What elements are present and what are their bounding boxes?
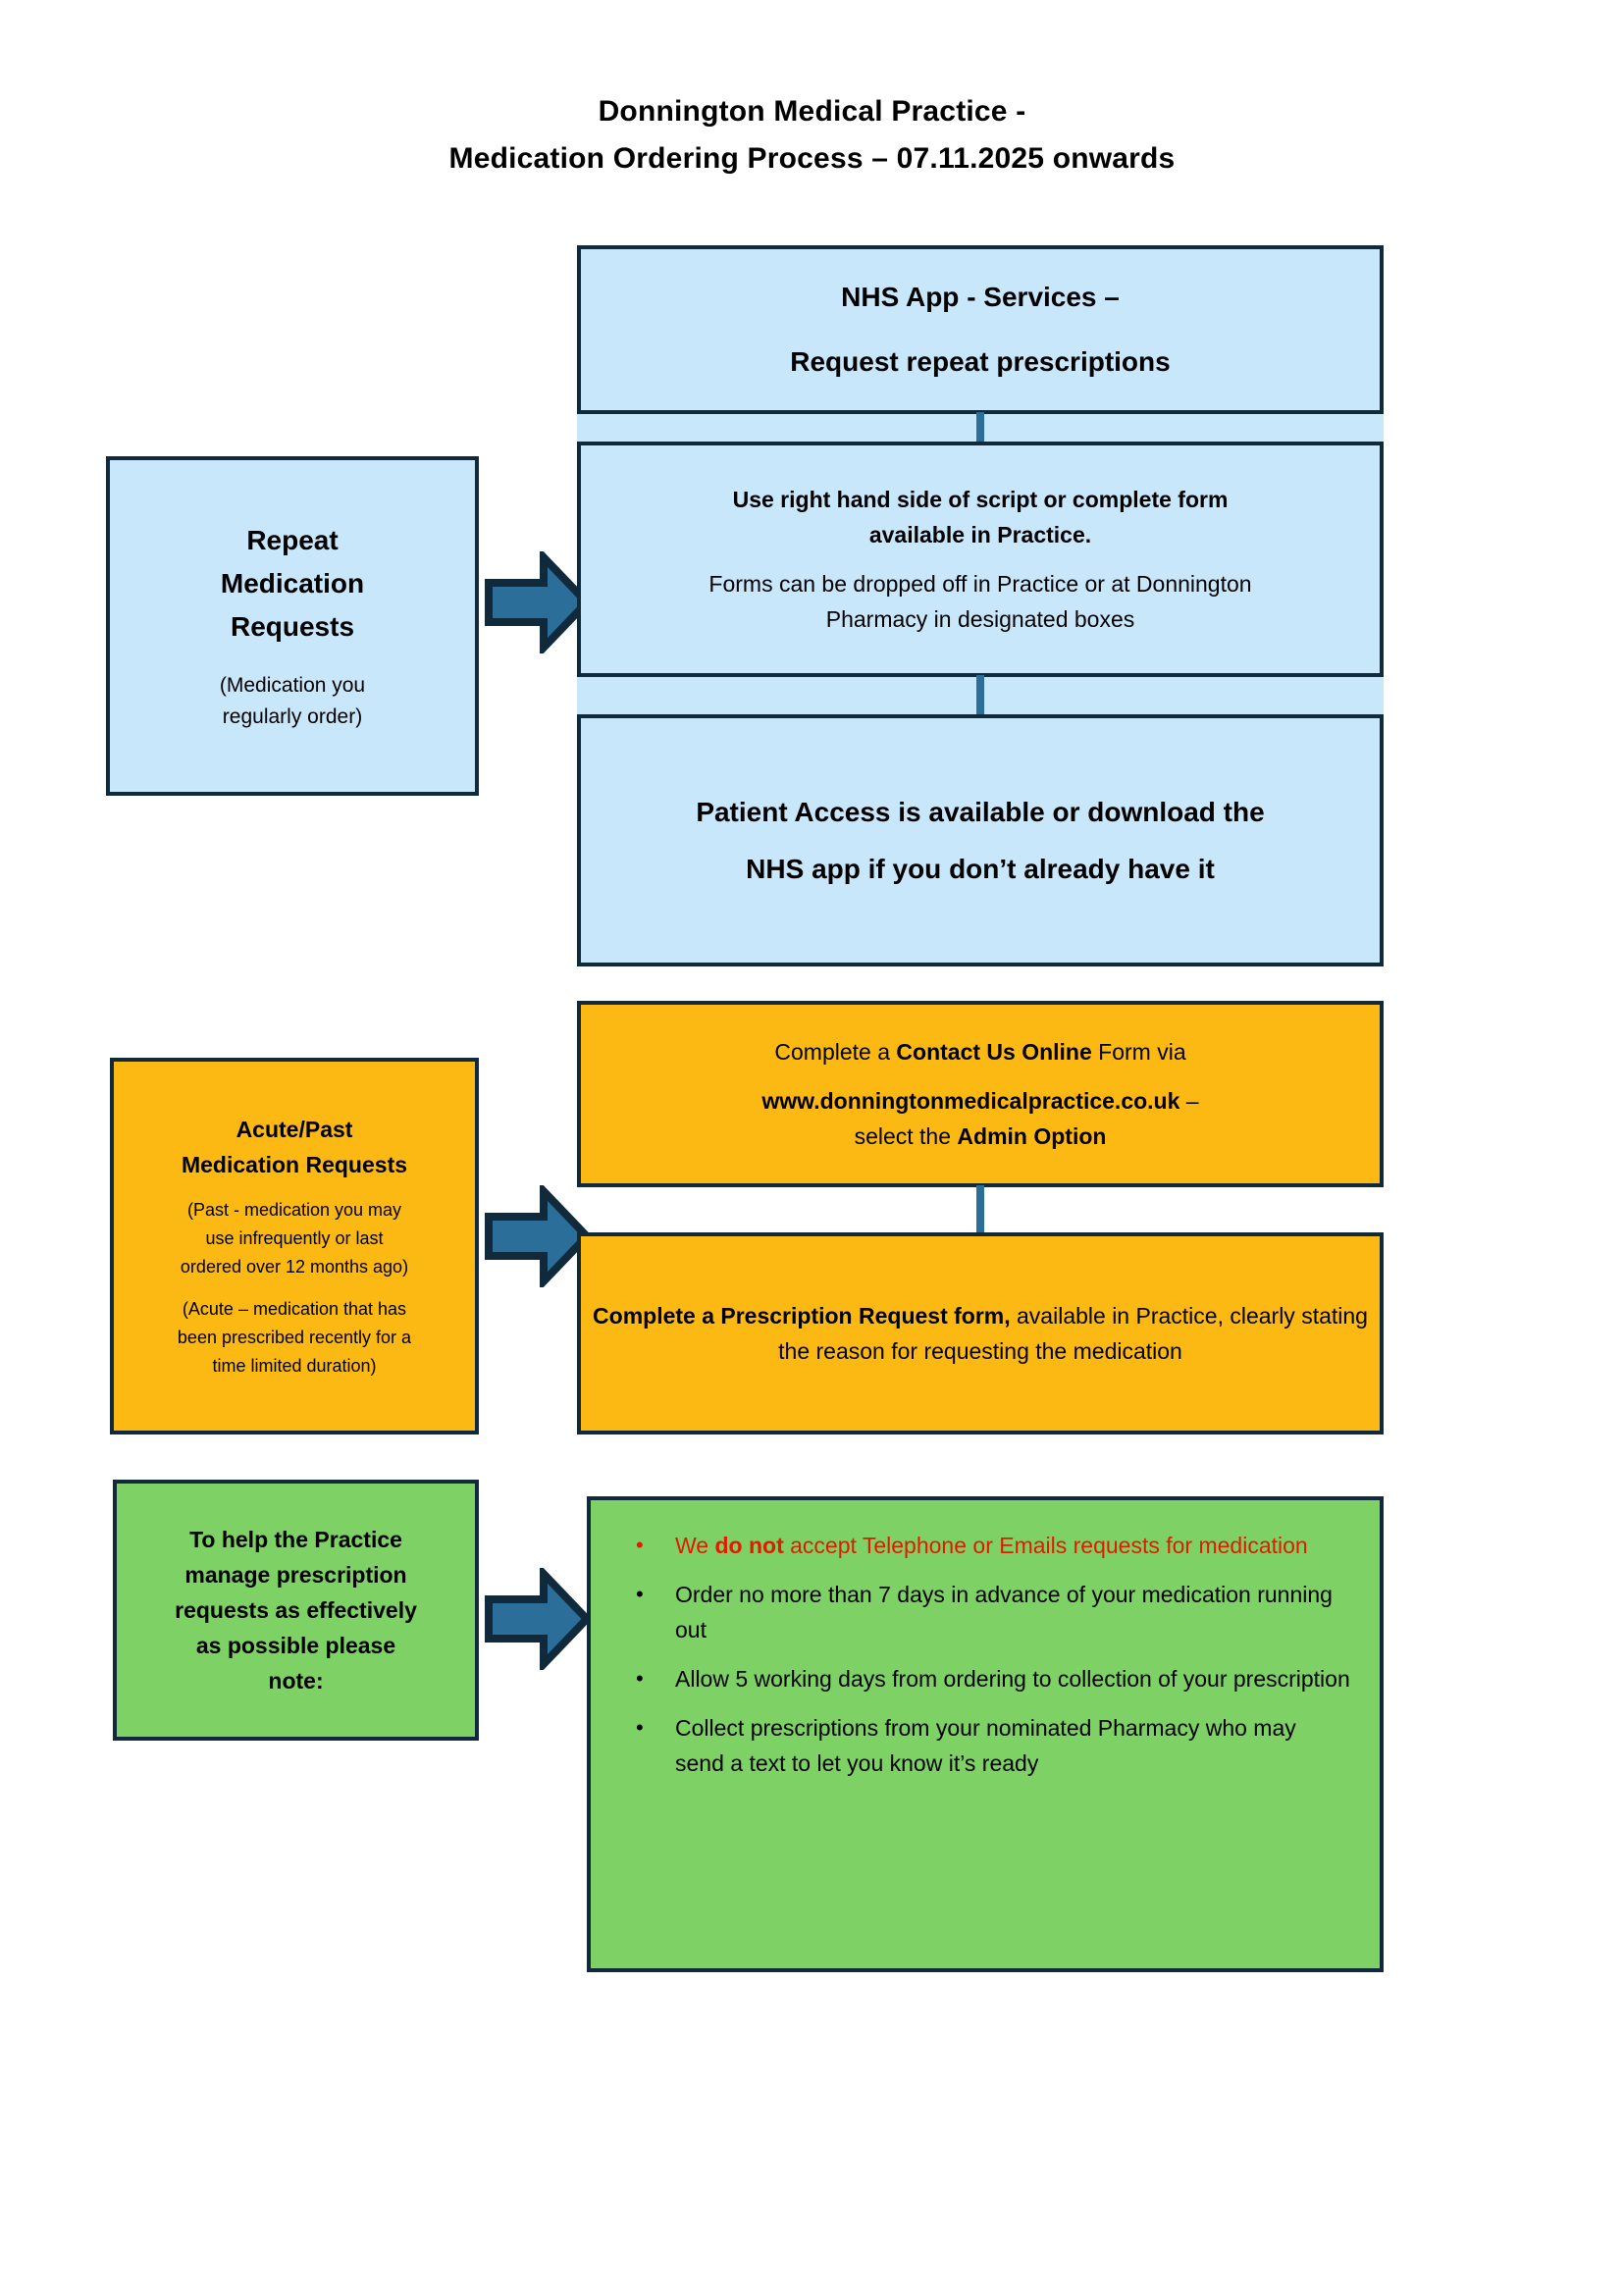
admin-option-label: Admin Option: [957, 1123, 1107, 1149]
repeat-heading-line2: Medication: [220, 568, 365, 599]
script-bold-line1: Use right hand side of script or complet…: [732, 487, 1229, 512]
repeat-heading-line3: Requests: [230, 611, 355, 642]
prescription-form-normal: available in Practice, clearly stating t…: [778, 1303, 1368, 1364]
rule-2-text: Allow 5 working days from ordering to co…: [675, 1666, 1350, 1692]
practice-website-url[interactable]: www.donningtonmedicalpractice.co.uk: [761, 1088, 1180, 1114]
contact-line1: Complete a Contact Us Online Form via: [774, 1034, 1185, 1069]
note-line5: note:: [268, 1668, 324, 1694]
list-item: Order no more than 7 days in advance of …: [636, 1577, 1350, 1647]
connector-nhs-to-script: [976, 412, 984, 442]
script-or-form-box: Use right hand side of script or complet…: [577, 442, 1384, 677]
note-line3: requests as effectively: [175, 1597, 417, 1623]
right-block-arrow-icon-repeat: [485, 551, 591, 653]
rule-0-pre: We: [675, 1533, 715, 1558]
prescription-form-bold: Complete a Prescription Request form,: [593, 1303, 1011, 1329]
acute-past-medication-requests-box: Acute/Past Medication Requests (Past - m…: [110, 1058, 479, 1434]
prescription-form-text: Complete a Prescription Request form, av…: [593, 1298, 1368, 1369]
nhs-app-line1: NHS App - Services –: [841, 282, 1120, 312]
rule-1-text: Order no more than 7 days in advance of …: [675, 1582, 1333, 1643]
nhs-app-line2: Request repeat prescriptions: [790, 346, 1171, 377]
list-item: Collect prescriptions from your nominate…: [636, 1710, 1350, 1781]
repeat-sub-line2: regularly order): [222, 705, 363, 728]
script-normal-line2: Pharmacy in designated boxes: [825, 606, 1135, 632]
note-line1: To help the Practice: [189, 1527, 402, 1552]
acute-past-line2: use infrequently or last: [205, 1228, 384, 1248]
page-title: Donnington Medical Practice - Medication…: [0, 88, 1624, 183]
nhs-app-services-box: NHS App - Services – Request repeat pres…: [577, 245, 1384, 414]
prescription-request-form-box: Complete a Prescription Request form, av…: [577, 1232, 1384, 1434]
repeat-medication-requests-box: Repeat Medication Requests (Medication y…: [106, 456, 479, 796]
right-block-arrow-icon-acute: [485, 1185, 591, 1287]
prescription-rules-list: We do not accept Telephone or Emails req…: [602, 1528, 1368, 1795]
rule-3-text: Collect prescriptions from your nominate…: [675, 1715, 1296, 1776]
rule-0-bold: do not: [714, 1533, 784, 1558]
page-title-line2: Medication Ordering Process – 07.11.2025…: [448, 142, 1176, 175]
repeat-sub-line1: (Medication you: [219, 674, 366, 697]
script-normal-line1: Forms can be dropped off in Practice or …: [708, 571, 1252, 597]
contact-line3-pre: select the: [854, 1123, 958, 1149]
connector-script-to-patient-access: [976, 675, 984, 714]
contact-line3: select the Admin Option: [855, 1119, 1107, 1154]
patient-access-box: Patient Access is available or download …: [577, 714, 1384, 966]
connector-contact-to-prescription-form: [976, 1185, 984, 1234]
right-block-arrow-icon-note: [485, 1568, 591, 1670]
repeat-heading-line1: Repeat: [246, 525, 339, 555]
prescription-rules-box: We do not accept Telephone or Emails req…: [587, 1496, 1384, 1972]
contact-line2: www.donningtonmedicalpractice.co.uk –: [761, 1083, 1198, 1119]
patient-access-line1: Patient Access is available or download …: [696, 796, 1265, 827]
acute-acute-line1: (Acute – medication that has: [182, 1299, 407, 1319]
script-bold-line2: available in Practice.: [868, 522, 1092, 548]
contact-line1-post: Form via: [1091, 1039, 1186, 1065]
contact-us-online-box: Complete a Contact Us Online Form via ww…: [577, 1001, 1384, 1187]
patient-access-line2: NHS app if you don’t already have it: [746, 853, 1215, 884]
acute-heading-line1: Acute/Past: [236, 1117, 353, 1142]
list-item: Allow 5 working days from ordering to co…: [636, 1661, 1350, 1696]
acute-acute-line3: time limited duration): [212, 1356, 377, 1376]
rule-0-post: accept Telephone or Emails requests for …: [783, 1533, 1308, 1558]
acute-past-line1: (Past - medication you may: [186, 1200, 402, 1220]
contact-line2-post: –: [1179, 1088, 1199, 1114]
note-line2: manage prescription: [184, 1562, 407, 1588]
acute-past-line3: ordered over 12 months ago): [180, 1257, 409, 1277]
please-note-box: To help the Practice manage prescription…: [113, 1480, 479, 1741]
acute-heading-line2: Medication Requests: [181, 1152, 408, 1177]
page-title-line1: Donnington Medical Practice -: [598, 95, 1026, 128]
contact-line1-pre: Complete a: [774, 1039, 897, 1065]
contact-line1-bold: Contact Us Online: [896, 1039, 1092, 1065]
list-item: We do not accept Telephone or Emails req…: [636, 1528, 1350, 1563]
note-line4: as possible please: [195, 1633, 396, 1658]
acute-acute-line2: been prescribed recently for a: [177, 1328, 412, 1347]
